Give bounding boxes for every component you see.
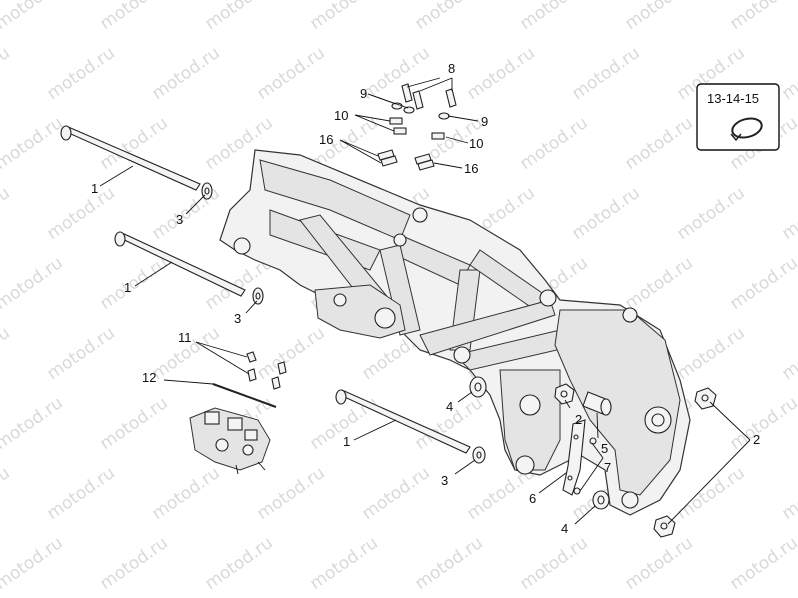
watermark-text: motod.ru	[778, 323, 798, 384]
watermark-text: motod.ru	[253, 323, 328, 384]
callout-labels: 1 3 1 3 11 12 1 3 4 4 2 5 6 7 2 8 9 9 10…	[91, 61, 760, 536]
washer-3-lower	[472, 446, 486, 464]
washer-3-middle	[252, 287, 264, 305]
watermark-text: motod.ru	[201, 0, 276, 34]
nut-2-right-lower	[653, 515, 676, 538]
watermark-text: motod.ru	[621, 533, 696, 594]
watermark-text: motod.ru	[411, 533, 486, 594]
callout-1-upper: 1	[91, 181, 98, 196]
callout-9-left: 9	[360, 86, 367, 101]
watermark-text: motod.ru	[43, 463, 118, 524]
clip-16-group	[377, 149, 435, 171]
watermark-text: motod.ru	[306, 0, 381, 34]
callout-2-right: 2	[753, 432, 760, 447]
sensor-module	[189, 407, 271, 475]
watermark-text: motod.ru	[0, 323, 14, 384]
callout-11: 11	[178, 330, 192, 345]
callout-16-left: 16	[319, 132, 333, 147]
watermark-text: motod.ru	[0, 43, 14, 104]
watermark-text: motod.ru	[0, 253, 67, 314]
watermark-text: motod.ru	[411, 0, 486, 34]
watermark-text: motod.ru	[43, 323, 118, 384]
watermark-text: motod.ru	[726, 0, 798, 34]
watermark-text: motod.ru	[778, 183, 798, 244]
callout-16-right: 16	[464, 161, 478, 176]
watermark-text: motod.ru	[0, 0, 67, 34]
watermark-text: motod.ru	[673, 463, 748, 524]
watermark-text: motod.ru	[621, 253, 696, 314]
bolt-8-group	[401, 83, 457, 110]
watermark-text: motod.ru	[673, 183, 748, 244]
nut-2-left	[554, 383, 575, 405]
callout-3-upper: 3	[176, 212, 183, 227]
watermark-text: motod.ru	[621, 0, 696, 34]
watermark-text: motod.ru	[148, 43, 223, 104]
callout-12: 12	[142, 370, 156, 385]
callout-3-lower: 3	[441, 473, 448, 488]
inset-clamp-box: 13-14-15	[696, 83, 780, 151]
callout-2-left: 2	[575, 412, 582, 427]
bracket-6	[562, 419, 586, 496]
watermark-text: motod.ru	[306, 533, 381, 594]
watermark-text: motod.ru	[96, 253, 171, 314]
watermark-text: motod.ru	[96, 0, 171, 34]
watermark-text: motod.ru	[43, 183, 118, 244]
leader-lines	[99, 77, 751, 525]
watermark-text: motod.ru	[778, 43, 798, 104]
watermark-text: motod.ru	[726, 253, 798, 314]
callout-8: 8	[448, 61, 455, 76]
watermark-text: motod.ru	[516, 0, 591, 34]
nut-2-right-upper	[694, 387, 717, 410]
watermark-text: motod.ru	[0, 113, 67, 174]
watermark-text: motod.ru	[778, 463, 798, 524]
watermark-text: motod.ru	[0, 393, 67, 454]
bushing-5	[582, 391, 612, 416]
callout-1-middle: 1	[124, 280, 131, 295]
wire-12	[212, 383, 277, 408]
watermark-text: motod.ru	[463, 43, 538, 104]
watermark-text: motod.ru	[726, 533, 798, 594]
watermark-text: motod.ru	[0, 463, 14, 524]
watermark-text: motod.ru	[148, 463, 223, 524]
spacer-4-upper	[469, 376, 487, 398]
callout-5: 5	[601, 441, 608, 456]
callout-10-left: 10	[334, 108, 348, 123]
callout-3-middle: 3	[234, 311, 241, 326]
callout-10-right: 10	[469, 136, 483, 151]
callout-4-upper: 4	[446, 399, 453, 414]
watermark-text: motod.ru	[0, 183, 14, 244]
watermark-text: motod.ru	[253, 43, 328, 104]
watermark-text: motod.ru	[673, 323, 748, 384]
screw-11-group	[246, 351, 287, 390]
spacer-4-lower	[592, 490, 610, 510]
callout-9-right: 9	[481, 114, 488, 129]
callout-1-lower: 1	[343, 434, 350, 449]
watermark-text: motod.ru	[96, 533, 171, 594]
watermark-text: motod.ru	[568, 183, 643, 244]
nut-10-group	[389, 117, 445, 140]
long-bolt-upper	[60, 125, 201, 191]
inset-label: 13-14-15	[707, 91, 759, 106]
watermark-text: motod.ru	[96, 393, 171, 454]
watermark-text: motod.ru	[43, 43, 118, 104]
watermark-text: motod.ru	[621, 113, 696, 174]
watermark-text: motod.ru	[358, 463, 433, 524]
clamp-icon	[730, 117, 763, 142]
watermark-text: motod.ru	[726, 393, 798, 454]
watermark-text: motod.ru	[516, 113, 591, 174]
watermark-text: motod.ru	[568, 43, 643, 104]
callout-7: 7	[604, 460, 611, 475]
callout-6: 6	[529, 491, 536, 506]
long-bolt-lower	[335, 389, 471, 454]
callout-4-lower: 4	[561, 521, 568, 536]
watermark-text: motod.ru	[516, 533, 591, 594]
watermark-text: motod.ru	[0, 533, 67, 594]
watermark-text: motod.ru	[253, 463, 328, 524]
long-bolt-middle	[114, 231, 246, 297]
watermark-text: motod.ru	[201, 533, 276, 594]
